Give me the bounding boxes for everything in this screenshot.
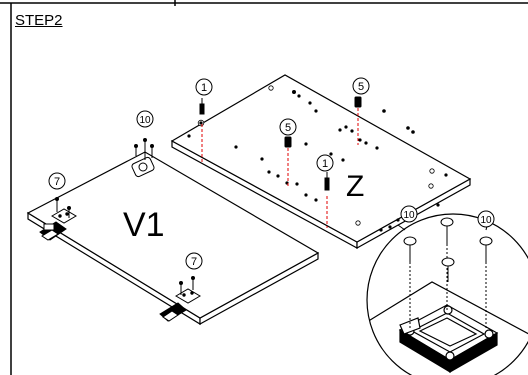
callout-part-5b: 5 (279, 118, 297, 136)
zoom-screws (403, 217, 493, 330)
callout-part-10a: 10 (136, 110, 154, 128)
callout-part-1b: 1 (316, 154, 334, 172)
svg-text:5: 5 (285, 122, 291, 134)
svg-text:10: 10 (480, 215, 492, 226)
board-v1-screws-10 (134, 138, 154, 160)
board-v1-hinge-right (159, 288, 201, 322)
callout-part-10b: 10 (400, 205, 418, 223)
svg-text:7: 7 (191, 256, 197, 268)
callout-part-7b: 7 (185, 252, 203, 270)
board-v1-screws-7 (55, 197, 195, 295)
board-v1 (26, 151, 320, 326)
callout-part-7a: 7 (48, 172, 66, 190)
board-v1-label: V1 (123, 206, 165, 244)
board-z-label: Z (346, 170, 364, 203)
svg-text:1: 1 (201, 82, 207, 94)
svg-text:5: 5 (358, 81, 364, 93)
board-z-guides (201, 108, 359, 228)
callout-part-5a: 5 (352, 77, 370, 95)
callout-part-10c: 10 (477, 210, 495, 228)
svg-text:10: 10 (403, 210, 415, 221)
callout-part-1a: 1 (195, 78, 213, 96)
svg-text:10: 10 (139, 115, 151, 126)
board-z-fittings (199, 96, 362, 191)
board-v1-hinge-left (39, 208, 77, 241)
svg-text:7: 7 (54, 176, 60, 188)
zoom-detail (366, 213, 528, 375)
step-title: STEP2 (15, 12, 63, 29)
svg-text:1: 1 (322, 158, 328, 170)
board-v1-cam (131, 156, 155, 178)
